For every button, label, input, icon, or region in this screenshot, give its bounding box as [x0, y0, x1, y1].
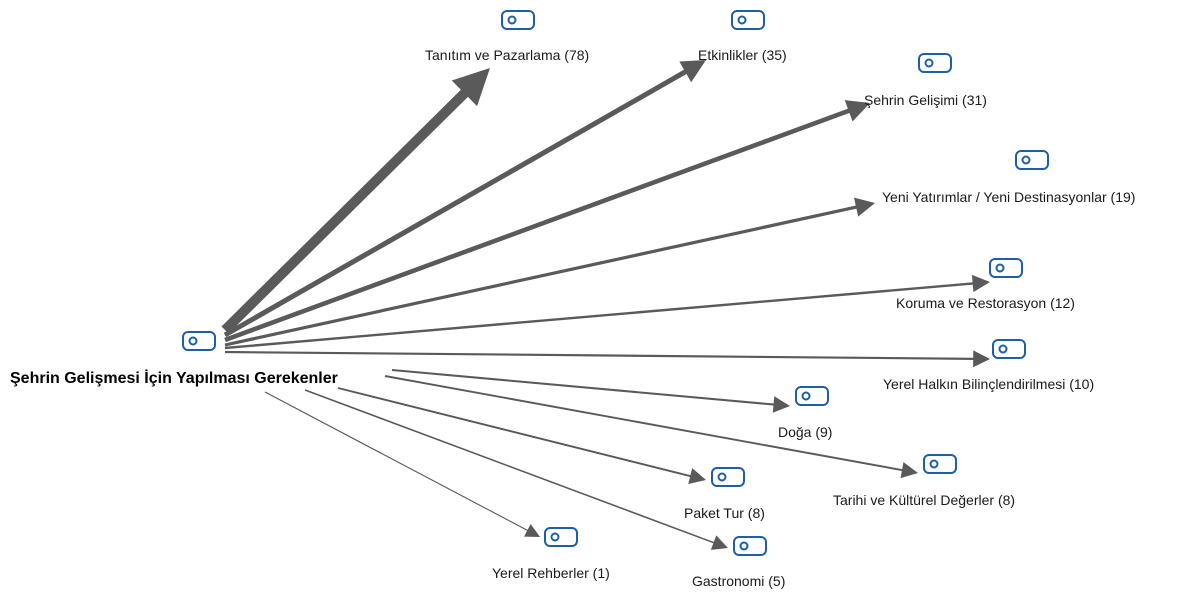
- node-label-koruma[interactable]: Koruma ve Restorasyon (12): [896, 295, 1075, 311]
- edge-paket-tur-arrowhead: [688, 468, 706, 484]
- sehrin-gelisimi-code-icon[interactable]: [918, 53, 952, 73]
- node-label-gastronomi[interactable]: Gastronomi (5): [692, 573, 785, 589]
- edge-tanitim-arrowhead: [451, 68, 490, 107]
- node-label-yeni-yatirimlar[interactable]: Yeni Yatırımlar / Yeni Destinasyonlar (1…: [882, 189, 1135, 205]
- edges-layer: [221, 60, 990, 550]
- node-label-tanitim[interactable]: Tanıtım ve Pazarlama (78): [425, 47, 589, 63]
- node-label-paket-tur[interactable]: Paket Tur (8): [684, 505, 765, 521]
- edge-yerel-rehberler-edge: [264, 391, 530, 532]
- node-label-doga[interactable]: Doğa (9): [778, 424, 832, 440]
- edge-yeni-yatirimlar-arrowhead: [854, 197, 875, 217]
- edge-yerel-halk-arrowhead: [973, 350, 990, 368]
- tanitim-code-icon[interactable]: [501, 10, 535, 30]
- edge-tarihi-edge: [384, 375, 905, 472]
- edge-sehrin-gelisimi-edge: [224, 108, 852, 343]
- root-code-icon[interactable]: [182, 331, 216, 351]
- edge-yeni-yatirimlar-edge: [224, 205, 859, 347]
- edge-etkinlikler-edge: [223, 68, 689, 338]
- doga-code-icon[interactable]: [795, 386, 829, 406]
- node-label-tarihi[interactable]: Tarihi ve Kültürel Değerler (8): [833, 492, 1015, 508]
- edge-tarihi-arrowhead: [900, 462, 918, 479]
- node-label-sehrin-gelisimi[interactable]: Şehrin Gelişimi (31): [864, 92, 987, 108]
- edge-etkinlikler-arrowhead: [679, 60, 706, 83]
- edge-gastronomi-edge: [304, 389, 716, 545]
- edge-sehrin-gelisimi-arrowhead: [844, 100, 870, 122]
- node-label-yerel-halk[interactable]: Yerel Halkın Bilinçlendirilmesi (10): [883, 376, 1094, 392]
- edge-koruma-arrowhead: [971, 274, 990, 293]
- koruma-code-icon[interactable]: [989, 258, 1023, 278]
- edge-doga-arrowhead: [772, 396, 790, 413]
- yerel-halk-code-icon[interactable]: [992, 339, 1026, 359]
- edge-gastronomi-arrowhead: [710, 535, 728, 550]
- paket-tur-code-icon[interactable]: [711, 467, 745, 487]
- yeni-yatirimlar-code-icon[interactable]: [1015, 150, 1049, 170]
- edge-doga-edge: [391, 368, 776, 406]
- tarihi-code-icon[interactable]: [923, 454, 957, 474]
- labels-layer: Şehrin Gelişmesi İçin Yapılması Gerekenl…: [10, 47, 1135, 589]
- edge-yerel-halk-edge: [224, 350, 976, 360]
- edge-tanitim-edge: [221, 88, 470, 334]
- etkinlikler-code-icon[interactable]: [731, 10, 765, 30]
- yerel-rehberler-code-icon[interactable]: [544, 527, 578, 547]
- node-label-etkinlikler[interactable]: Etkinlikler (35): [698, 47, 787, 63]
- icons-layer: [182, 10, 1049, 556]
- edge-yerel-rehberler-arrowhead: [524, 524, 540, 537]
- root-label[interactable]: Şehrin Gelişmesi İçin Yapılması Gerekenl…: [10, 369, 338, 387]
- node-label-yerel-rehberler[interactable]: Yerel Rehberler (1): [492, 565, 610, 581]
- edge-paket-tur-edge: [337, 387, 693, 478]
- gastronomi-code-icon[interactable]: [733, 536, 767, 556]
- edge-koruma-edge: [224, 282, 975, 350]
